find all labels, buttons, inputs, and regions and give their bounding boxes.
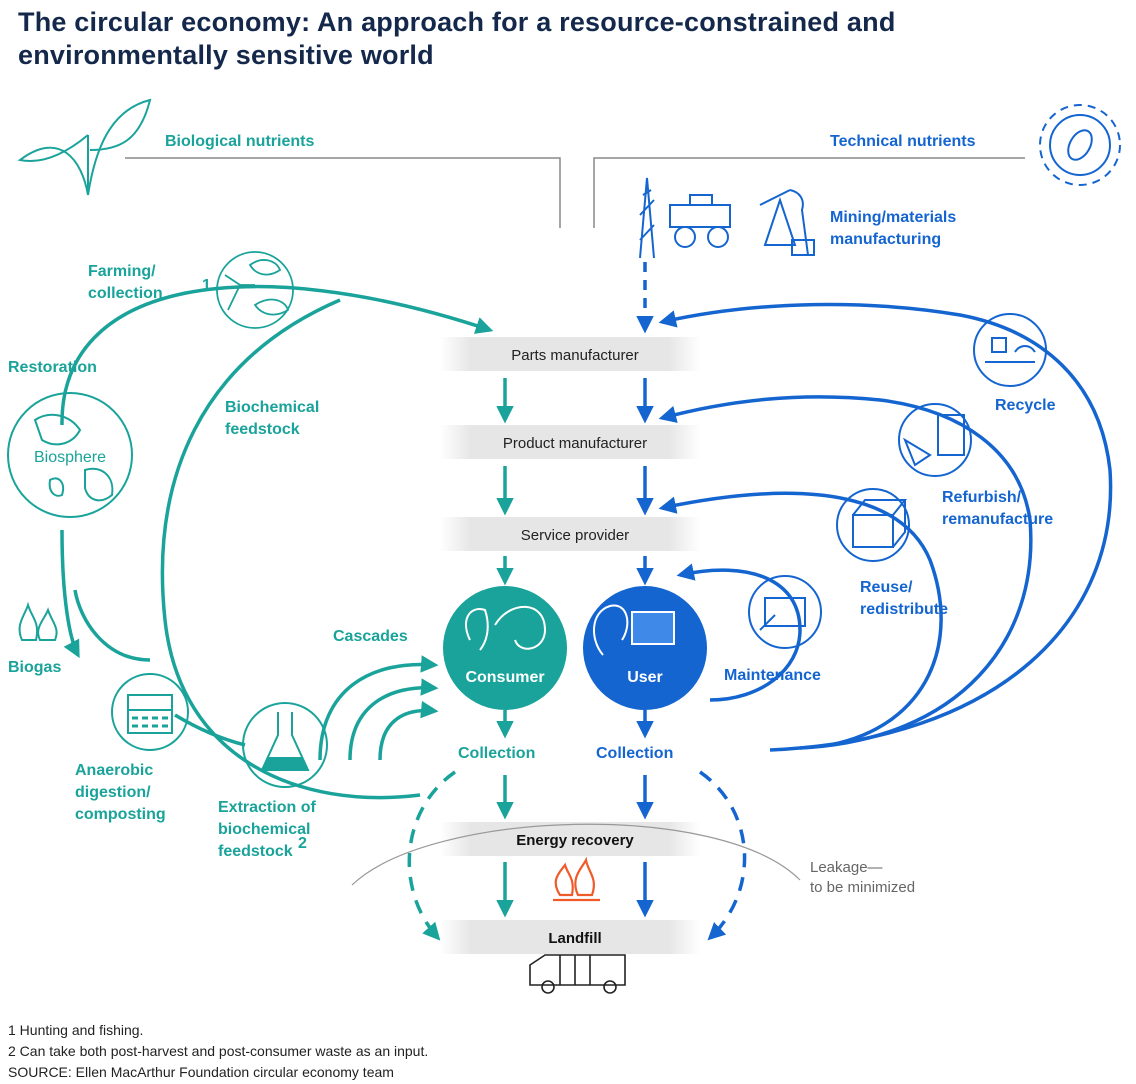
recycle-loop (658, 302, 1113, 752)
reuse-label-1: Reuse/ (860, 579, 913, 596)
biosphere-return (73, 589, 151, 662)
reuse-box-icon (836, 488, 910, 562)
fire-icon (553, 856, 600, 902)
digester-icon (111, 673, 189, 751)
refurbish-label-2: remanufacture (942, 511, 1053, 528)
technical-nutrients-label: Technical nutrients (830, 133, 976, 150)
gear-icon (1039, 104, 1121, 186)
extraction-label-1: Extraction of (218, 799, 316, 816)
cascades-arrows (318, 655, 439, 761)
anaerobic-link (174, 713, 246, 747)
footnotes: 1 Hunting and fishing. 2 Can take both p… (8, 1020, 428, 1083)
mining-label-1: Mining/materials (830, 209, 956, 226)
landfill-label: Landfill (548, 930, 601, 947)
anaerobic-label-3: composting (75, 806, 166, 823)
footnote-1: 1 Hunting and fishing. (8, 1022, 144, 1038)
product-manufacturer-label: Product manufacturer (503, 435, 647, 452)
refurbish-icon (898, 403, 972, 477)
collection-left-label: Collection (458, 745, 535, 762)
user-icon (592, 604, 675, 656)
leakage-label-2: to be minimized (810, 879, 915, 896)
title-line-1: The circular economy: An approach for a … (18, 7, 896, 37)
flask-icon (242, 702, 328, 788)
recycle-icon (973, 313, 1047, 387)
product-manufacturer-band (440, 425, 700, 459)
farming-label-2: collection (88, 285, 163, 302)
parts-manufacturer-band (440, 337, 700, 371)
biological-header-line (125, 157, 561, 228)
biogas-label: Biogas (8, 659, 61, 676)
leakage-label-1: Leakage— (810, 859, 883, 876)
energy-recovery-label: Energy recovery (516, 832, 634, 849)
service-provider-band (440, 517, 700, 551)
source-note: SOURCE: Ellen MacArthur Foundation circu… (8, 1064, 394, 1080)
consumer-icon (465, 605, 547, 651)
anaerobic-label-2: digestion/ (75, 784, 151, 801)
restoration-loop (60, 284, 494, 426)
biochemical-label-2: feedstock (225, 421, 300, 438)
restoration-label: Restoration (8, 359, 97, 376)
globe-icon (7, 392, 133, 518)
extraction-label-2: biochemical (218, 821, 310, 838)
title-line-2: environmentally sensitive world (18, 40, 434, 70)
farming-footnote-ref: 1 (202, 277, 211, 294)
farming-icon (216, 251, 294, 329)
leakage-arc (351, 823, 801, 886)
recycle-label: Recycle (995, 397, 1056, 414)
user-label: User (627, 669, 663, 686)
anaerobic-label-1: Anaerobic (75, 762, 153, 779)
parts-manufacturer-label: Parts manufacturer (511, 347, 639, 364)
reuse-label-2: redistribute (860, 601, 948, 618)
biochemical-loop (160, 298, 421, 800)
page-title: The circular economy: An approach for a … (18, 6, 1118, 72)
biological-nutrients-label: Biological nutrients (165, 133, 314, 150)
maintenance-loop (676, 563, 802, 702)
maintenance-label: Maintenance (724, 667, 821, 684)
circular-economy-diagram: Biological nutrients Technical nutrients… (7, 98, 1121, 994)
biochemical-label-1: Biochemical (225, 399, 319, 416)
landfill-band (440, 920, 700, 954)
maintenance-icon (748, 575, 822, 649)
technical-header-line (593, 157, 1025, 228)
service-provider-label: Service provider (521, 527, 629, 544)
mining-icon (639, 177, 815, 259)
consumer-circle (443, 586, 567, 710)
footnote-2: 2 Can take both post-harvest and post-co… (8, 1043, 429, 1059)
cascades-label: Cascades (333, 628, 408, 645)
extraction-label-3: feedstock (218, 843, 293, 860)
consumer-label: Consumer (465, 669, 544, 686)
truck-icon (529, 954, 626, 994)
leaf-icon (17, 98, 152, 196)
refurbish-loop (658, 395, 1033, 750)
farming-label-1: Farming/ (88, 263, 156, 280)
extraction-footnote-ref: 2 (298, 835, 307, 852)
reuse-loop (658, 491, 943, 747)
user-circle (583, 586, 707, 710)
mining-label-2: manufacturing (830, 231, 941, 248)
biogas-arrow (60, 529, 80, 659)
biogas-flame-icon (18, 601, 58, 641)
biosphere-label: Biosphere (34, 449, 106, 466)
blue-landfill-dashed-arc (699, 770, 747, 941)
refurbish-label-1: Refurbish/ (942, 489, 1022, 506)
collection-right-label: Collection (596, 745, 673, 762)
